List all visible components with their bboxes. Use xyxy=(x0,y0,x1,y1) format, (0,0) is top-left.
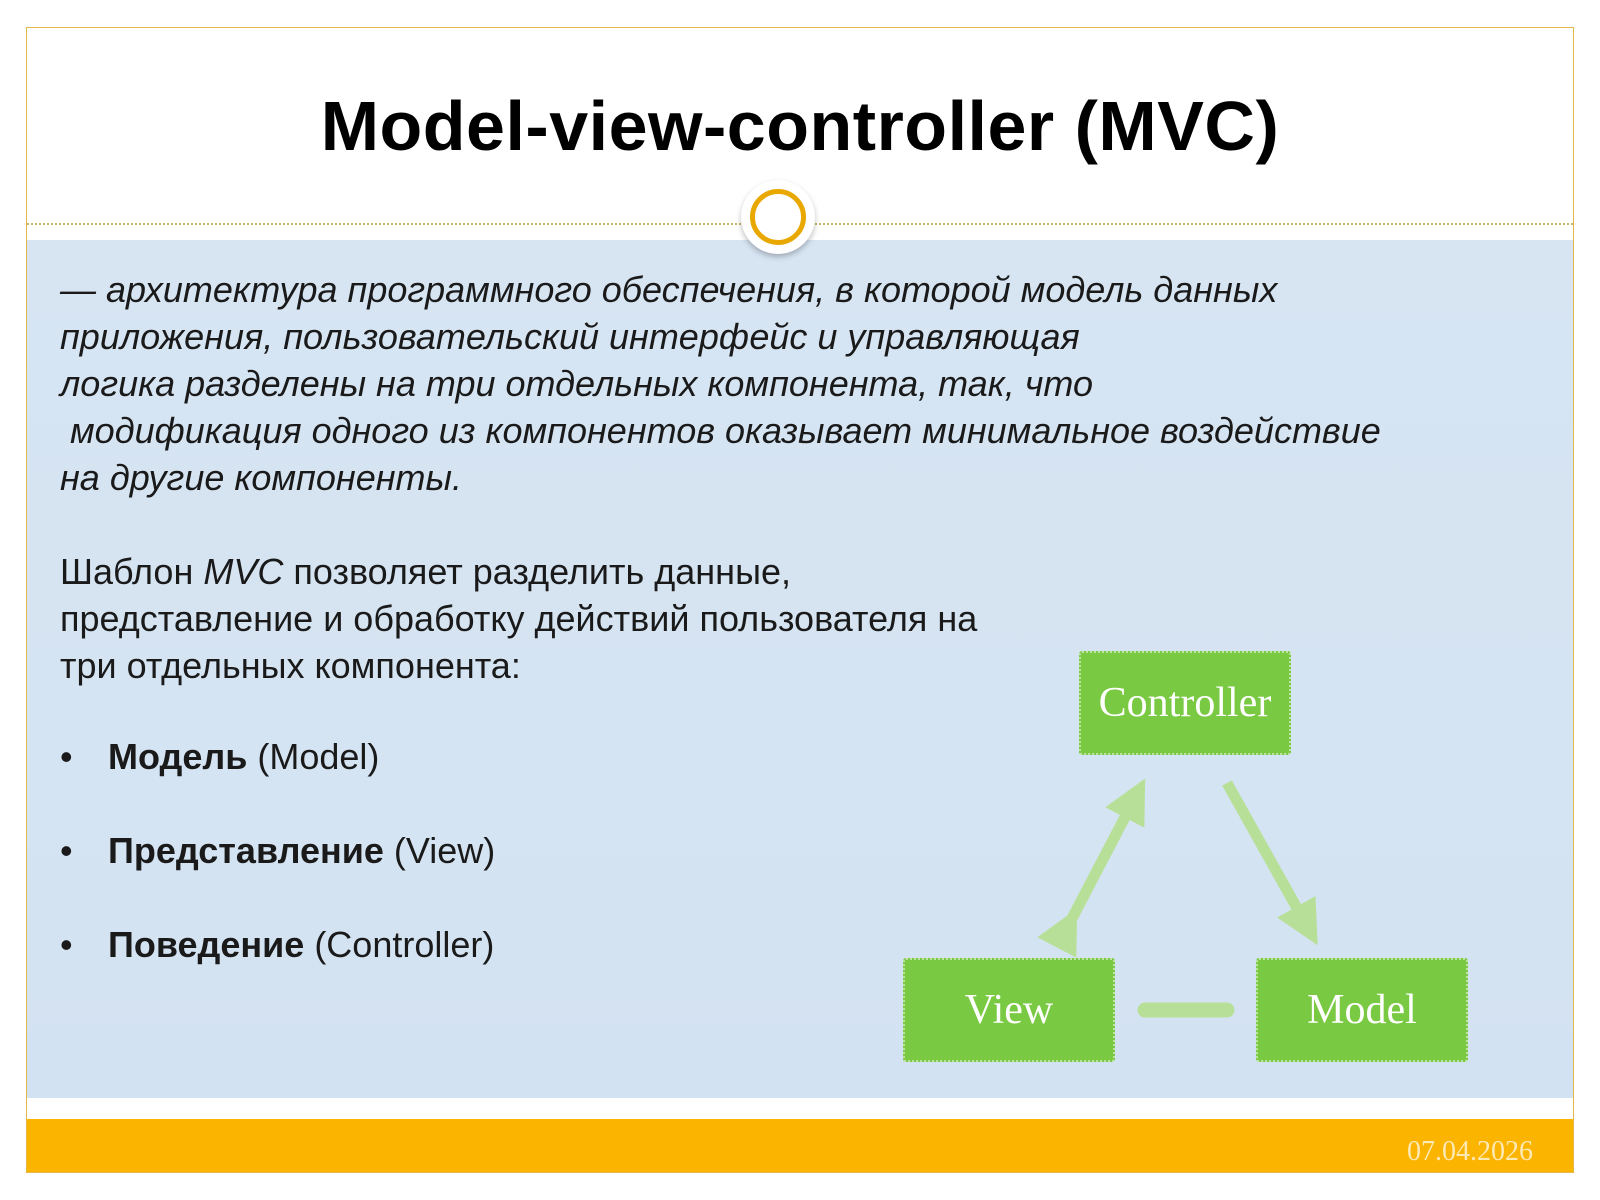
intro-line-2: представление и обработку действий польз… xyxy=(60,598,978,639)
definition-text: — архитектура программного обеспечения, … xyxy=(60,266,1550,501)
list-item-text: (Controller) xyxy=(304,924,495,965)
list-item: • Поведение (Controller) xyxy=(60,922,495,1016)
intro-paragraph: Шаблон MVC позволяет разделить данные, п… xyxy=(60,548,1110,689)
list-item-bold: Представление xyxy=(108,830,384,871)
bullet-icon: • xyxy=(60,736,73,777)
definition-line: логика разделены на три отдельных компон… xyxy=(60,363,1094,404)
definition-line: — архитектура программного обеспечения, … xyxy=(60,269,1278,310)
slide-title: Model-view-controller (MVC) xyxy=(320,87,1280,165)
definition-line: на другие компоненты. xyxy=(60,457,463,498)
intro-text: позволяет разделить данные, xyxy=(283,551,791,592)
list-item-text: (Model) xyxy=(247,736,380,777)
model-box: Model xyxy=(1256,958,1468,1062)
bullet-icon: • xyxy=(60,924,73,965)
intro-text: Шаблон xyxy=(60,551,204,592)
footer-date: 07.04.2026 xyxy=(1407,1136,1533,1167)
component-list: • Модель (Model) • Представление (View) • П… xyxy=(60,734,495,1016)
view-box: View xyxy=(903,958,1115,1062)
intro-line-3: три отдельных компонента: xyxy=(60,645,521,686)
list-item-text: (View) xyxy=(383,830,496,871)
controller-box: Controller xyxy=(1079,651,1291,755)
list-item: • Модель (Model) xyxy=(60,734,495,828)
slide: Model-view-controller (MVC) — архитектур… xyxy=(26,27,1574,1173)
footer-bar xyxy=(27,1119,1573,1172)
intro-line-1: Шаблон MVC позволяет разделить данные, xyxy=(60,548,1110,595)
bullet-icon: • xyxy=(60,830,73,871)
circle-ornament-icon xyxy=(741,180,815,254)
list-item-bold: Модель xyxy=(108,736,248,777)
definition-line: приложения, пользовательский интерфейс и… xyxy=(60,316,1080,357)
intro-mvc-italic: MVC xyxy=(203,551,284,592)
list-item-bold: Поведение xyxy=(108,924,305,965)
content-background xyxy=(27,240,1573,1098)
list-item: • Представление (View) xyxy=(60,828,495,922)
definition-line: модификация одного из компонентов оказыв… xyxy=(60,410,1381,451)
